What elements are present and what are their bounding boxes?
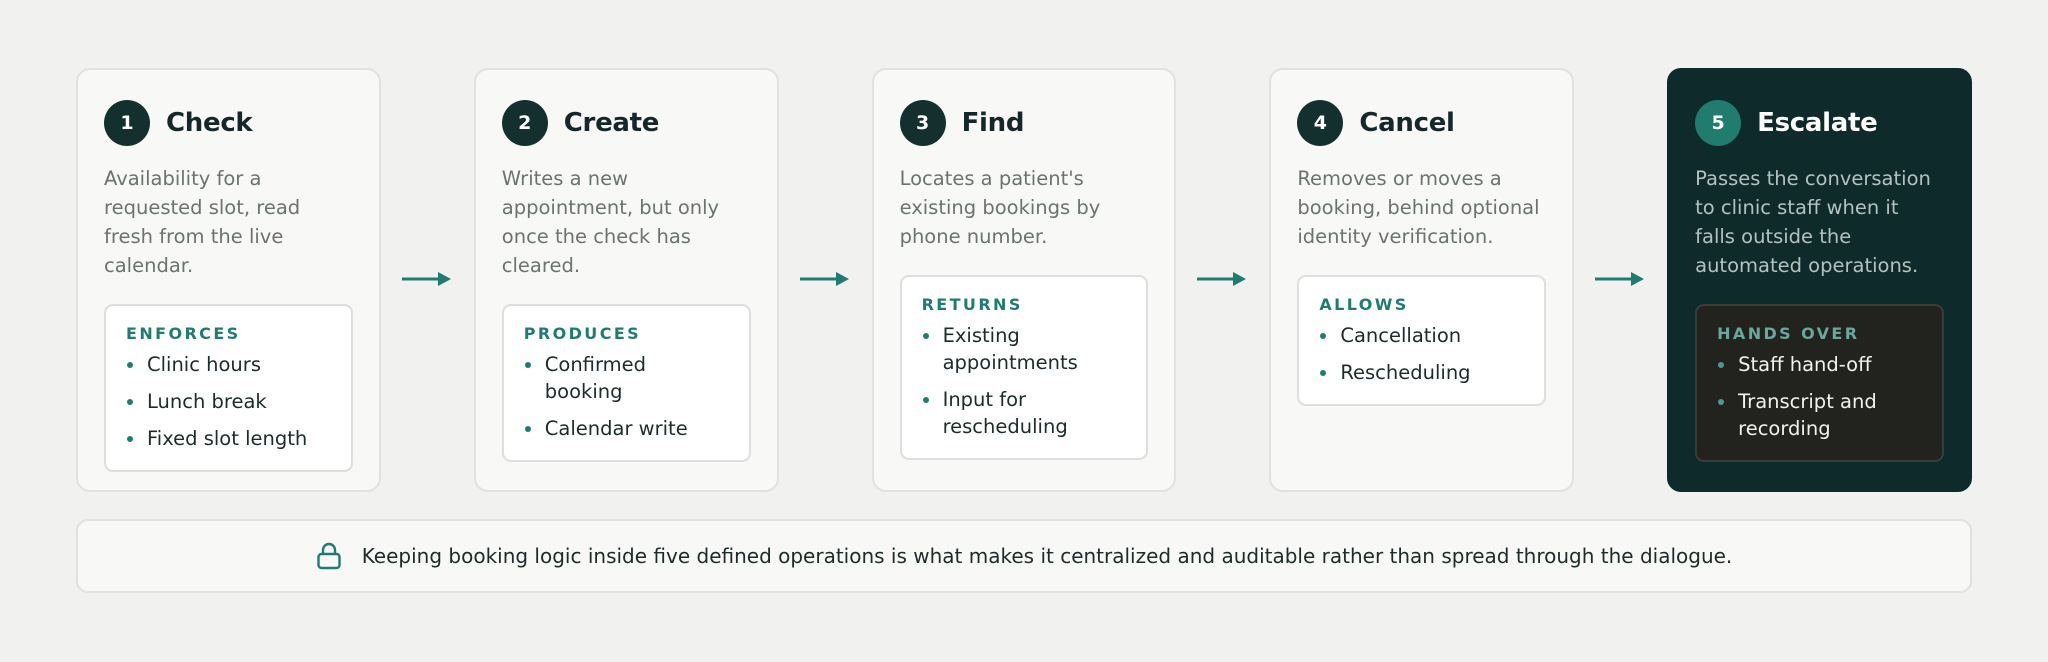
step-description: Removes or moves a booking, behind optio… — [1297, 167, 1540, 248]
detail-item: Lunch break — [126, 388, 331, 415]
step-number-badge: 2 — [501, 100, 548, 146]
step-description: Passes the conversation to clinic staff … — [1695, 167, 1931, 277]
step-number-badge: 4 — [1297, 100, 1344, 146]
step-number-badge: 5 — [1695, 100, 1742, 146]
step-card-find: 3 Find Locates a patient's existing book… — [871, 68, 1177, 492]
detail-list: Existing appointments Input for reschedu… — [922, 322, 1127, 440]
step-number-badge: 1 — [104, 100, 150, 146]
steps-row: 1 Check Availability for a requested slo… — [76, 68, 1972, 492]
step-card-escalate: 5 Escalate Passes the conversation to cl… — [1667, 68, 1972, 492]
step-description: Locates a patient's existing bookings by… — [899, 167, 1101, 248]
step-card-create: 2 Create Writes a new appointment, but o… — [473, 68, 779, 492]
step-title: Escalate — [1757, 108, 1878, 138]
detail-item: Confirmed booking — [524, 351, 729, 405]
step-card-check: 1 Check Availability for a requested slo… — [76, 68, 381, 492]
detail-item: Rescheduling — [1319, 359, 1524, 386]
flow-arrow — [381, 68, 474, 492]
step-detail-box: HANDS OVER Staff hand-off Transcript and… — [1695, 304, 1944, 462]
detail-list: Cancellation Rescheduling — [1319, 322, 1524, 386]
step-title: Check — [166, 108, 253, 138]
detail-item: Existing appointments — [922, 322, 1127, 376]
lock-icon — [316, 542, 341, 570]
step-description: Availability for a requested slot, read … — [104, 167, 301, 277]
detail-list: Confirmed booking Calendar write — [524, 351, 729, 442]
flow-arrow — [779, 68, 872, 492]
step-detail-box: RETURNS Existing appointments Input for … — [899, 275, 1149, 460]
arrow-right-icon — [799, 272, 849, 286]
arrow-right-icon — [401, 272, 451, 286]
detail-item: Fixed slot length — [126, 425, 331, 452]
step-header: 1 Check — [104, 100, 353, 146]
diagram: 1 Check Availability for a requested slo… — [76, 68, 1972, 593]
detail-item: Input for rescheduling — [922, 386, 1127, 440]
detail-list: Clinic hours Lunch break Fixed slot leng… — [126, 351, 331, 452]
detail-label: ENFORCES — [126, 324, 241, 343]
step-description: Writes a new appointment, but only once … — [501, 167, 720, 277]
footer-text: Keeping booking logic inside five define… — [361, 544, 1733, 568]
detail-item: Transcript and recording — [1717, 388, 1922, 442]
detail-list: Staff hand-off Transcript and recording — [1717, 351, 1922, 442]
step-detail-box: PRODUCES Confirmed booking Calendar writ… — [501, 304, 751, 462]
step-detail-box: ENFORCES Clinic hours Lunch break Fixed … — [104, 304, 353, 472]
step-title: Create — [563, 108, 660, 138]
step-title: Cancel — [1359, 108, 1455, 138]
flow-arrow — [1574, 68, 1667, 492]
detail-item: Clinic hours — [126, 351, 331, 378]
detail-item: Staff hand-off — [1717, 351, 1922, 378]
step-number-badge: 3 — [899, 100, 946, 146]
detail-label: PRODUCES — [523, 324, 642, 343]
flow-arrow — [1176, 68, 1269, 492]
arrow-right-icon — [1595, 272, 1645, 286]
detail-item: Cancellation — [1319, 322, 1524, 349]
step-card-cancel: 4 Cancel Removes or moves a booking, beh… — [1269, 68, 1575, 492]
step-header: 5 Escalate — [1695, 100, 1944, 146]
step-header: 4 Cancel — [1297, 100, 1546, 146]
step-title: Find — [961, 108, 1025, 138]
step-header: 2 Create — [501, 100, 751, 146]
detail-label: ALLOWS — [1319, 295, 1409, 314]
detail-item: Calendar write — [524, 415, 729, 442]
detail-label: RETURNS — [921, 295, 1023, 314]
step-header: 3 Find — [899, 100, 1149, 146]
arrow-right-icon — [1197, 272, 1247, 286]
footer-note: Keeping booking logic inside five define… — [76, 519, 1972, 593]
detail-label: HANDS OVER — [1717, 324, 1860, 343]
step-detail-box: ALLOWS Cancellation Rescheduling — [1297, 275, 1547, 406]
